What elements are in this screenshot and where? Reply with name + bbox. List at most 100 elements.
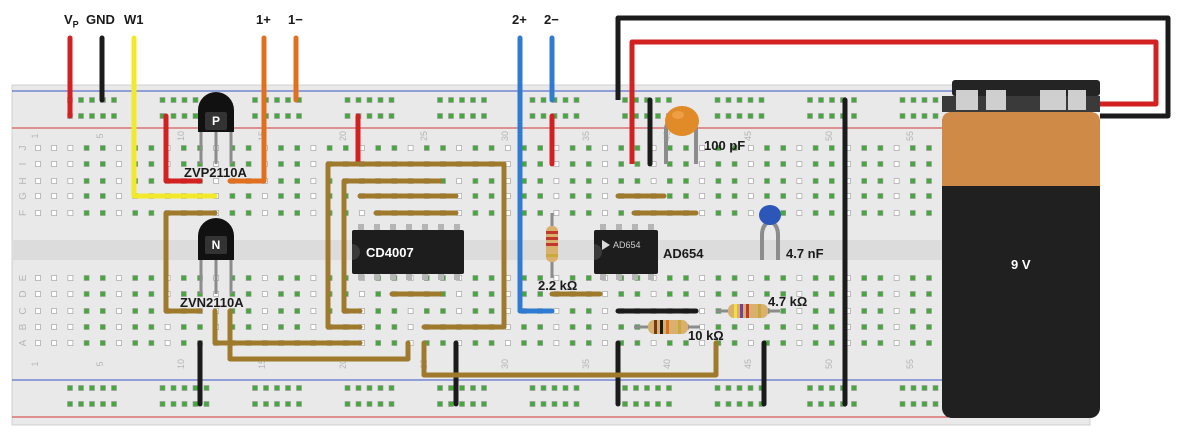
breadboard-hole — [899, 401, 906, 407]
breadboard-hole — [909, 340, 916, 346]
label-vp: VP — [64, 12, 79, 30]
breadboard-hole — [100, 324, 106, 330]
breadboard-hole — [488, 308, 495, 314]
breadboard-hole — [181, 324, 187, 330]
breadboard-hole — [326, 145, 333, 151]
label-ad654: AD654 — [663, 246, 704, 261]
breadboard-hole — [310, 193, 317, 199]
breadboard-hole — [893, 193, 900, 199]
breadboard-hole — [683, 193, 689, 199]
breadboard-hole — [926, 145, 932, 151]
breadboard-hole — [893, 308, 900, 314]
breadboard-hole — [714, 401, 721, 407]
breadboard-hole — [551, 385, 558, 391]
breadboard-hole — [725, 97, 732, 103]
breadboard-hole — [812, 308, 819, 314]
breadboard-hole — [851, 401, 857, 407]
breadboard-hole — [893, 178, 900, 184]
breadboard-hole — [83, 161, 90, 167]
breadboard-hole — [456, 308, 463, 314]
breadboard-hole — [764, 291, 770, 297]
breadboard-hole — [285, 113, 291, 119]
row-letter: C — [18, 307, 29, 314]
breadboard-hole — [377, 385, 384, 391]
label-nmos: ZVN2110A — [180, 295, 244, 310]
breadboard-hole — [116, 291, 122, 297]
breadboard-hole — [423, 308, 430, 314]
breadboard-hole — [828, 193, 835, 199]
breadboard-hole — [540, 385, 547, 391]
breadboard-hole — [899, 385, 906, 391]
breadboard-hole — [655, 401, 661, 407]
breadboard-hole — [263, 401, 269, 407]
breadboard-hole — [78, 97, 84, 103]
breadboard-hole — [540, 97, 547, 103]
breadboard-hole — [715, 324, 722, 330]
breadboard-hole — [159, 401, 166, 407]
breadboard-hole — [278, 308, 284, 314]
column-number: 5 — [95, 361, 105, 366]
breadboard-hole — [747, 324, 754, 330]
pmos-letter: P — [211, 114, 220, 128]
breadboard-hole — [764, 275, 770, 281]
label-gnd: GND — [86, 12, 115, 27]
row-letter: G — [18, 192, 29, 200]
breadboard-hole — [261, 193, 268, 199]
jumper-tan-nmos-right — [227, 308, 411, 362]
breadboard-hole — [100, 275, 106, 281]
breadboard-hole — [89, 113, 95, 119]
breadboard-hole — [877, 291, 884, 297]
breadboard-hole — [181, 385, 188, 391]
breadboard-hole — [921, 385, 928, 391]
breadboard-hole — [877, 161, 884, 167]
breadboard-hole — [909, 145, 916, 151]
breadboard-hole — [812, 210, 819, 216]
breadboard-hole — [715, 291, 722, 297]
breadboard-hole — [747, 210, 754, 216]
breadboard-hole — [274, 401, 280, 407]
breadboard-hole — [148, 145, 155, 151]
breadboard-hole — [51, 210, 58, 216]
breadboard-hole — [861, 275, 868, 281]
breadboard-hole — [83, 178, 90, 184]
breadboard-hole — [796, 178, 803, 184]
breadboard-hole — [877, 178, 884, 184]
breadboard-hole — [375, 291, 382, 297]
breadboard-hole — [67, 210, 74, 216]
jumper-tan-nmos-loop — [163, 210, 218, 314]
label-2plus: 2+ — [512, 12, 527, 27]
breadboard-hole — [573, 401, 580, 407]
breadboard-hole — [391, 324, 398, 330]
breadboard-hole — [132, 308, 138, 314]
breadboard-hole — [294, 308, 301, 314]
breadboard-hole — [252, 97, 258, 103]
breadboard-hole — [893, 275, 900, 281]
breadboard-hole — [634, 178, 641, 184]
breadboard-hole — [807, 401, 813, 407]
breadboard-hole — [807, 385, 813, 391]
breadboard-hole — [828, 210, 835, 216]
breadboard-hole — [344, 97, 351, 103]
breadboard-hole — [921, 401, 928, 407]
breadboard-hole — [553, 324, 560, 330]
breadboard-hole — [618, 210, 625, 216]
breadboard-hole — [861, 291, 868, 297]
breadboard-hole — [731, 340, 738, 346]
capacitor-4-7nf — [759, 205, 781, 260]
breadboard-hole — [909, 193, 916, 199]
breadboard-hole — [472, 193, 479, 199]
breadboard-hole — [861, 210, 868, 216]
breadboard-hole — [796, 308, 803, 314]
breadboard-hole — [377, 113, 384, 119]
breadboard-hole — [83, 324, 90, 330]
breadboard-hole — [699, 178, 706, 184]
breadboard-hole — [877, 145, 884, 151]
jumper-tan-bottom-loop — [421, 340, 719, 378]
breadboard-hole — [181, 113, 188, 119]
breadboard-hole — [67, 193, 74, 199]
breadboard-hole — [828, 324, 835, 330]
breadboard-hole — [375, 340, 382, 346]
jumper-tan-big-outer — [325, 161, 507, 330]
breadboard-hole — [829, 113, 835, 119]
